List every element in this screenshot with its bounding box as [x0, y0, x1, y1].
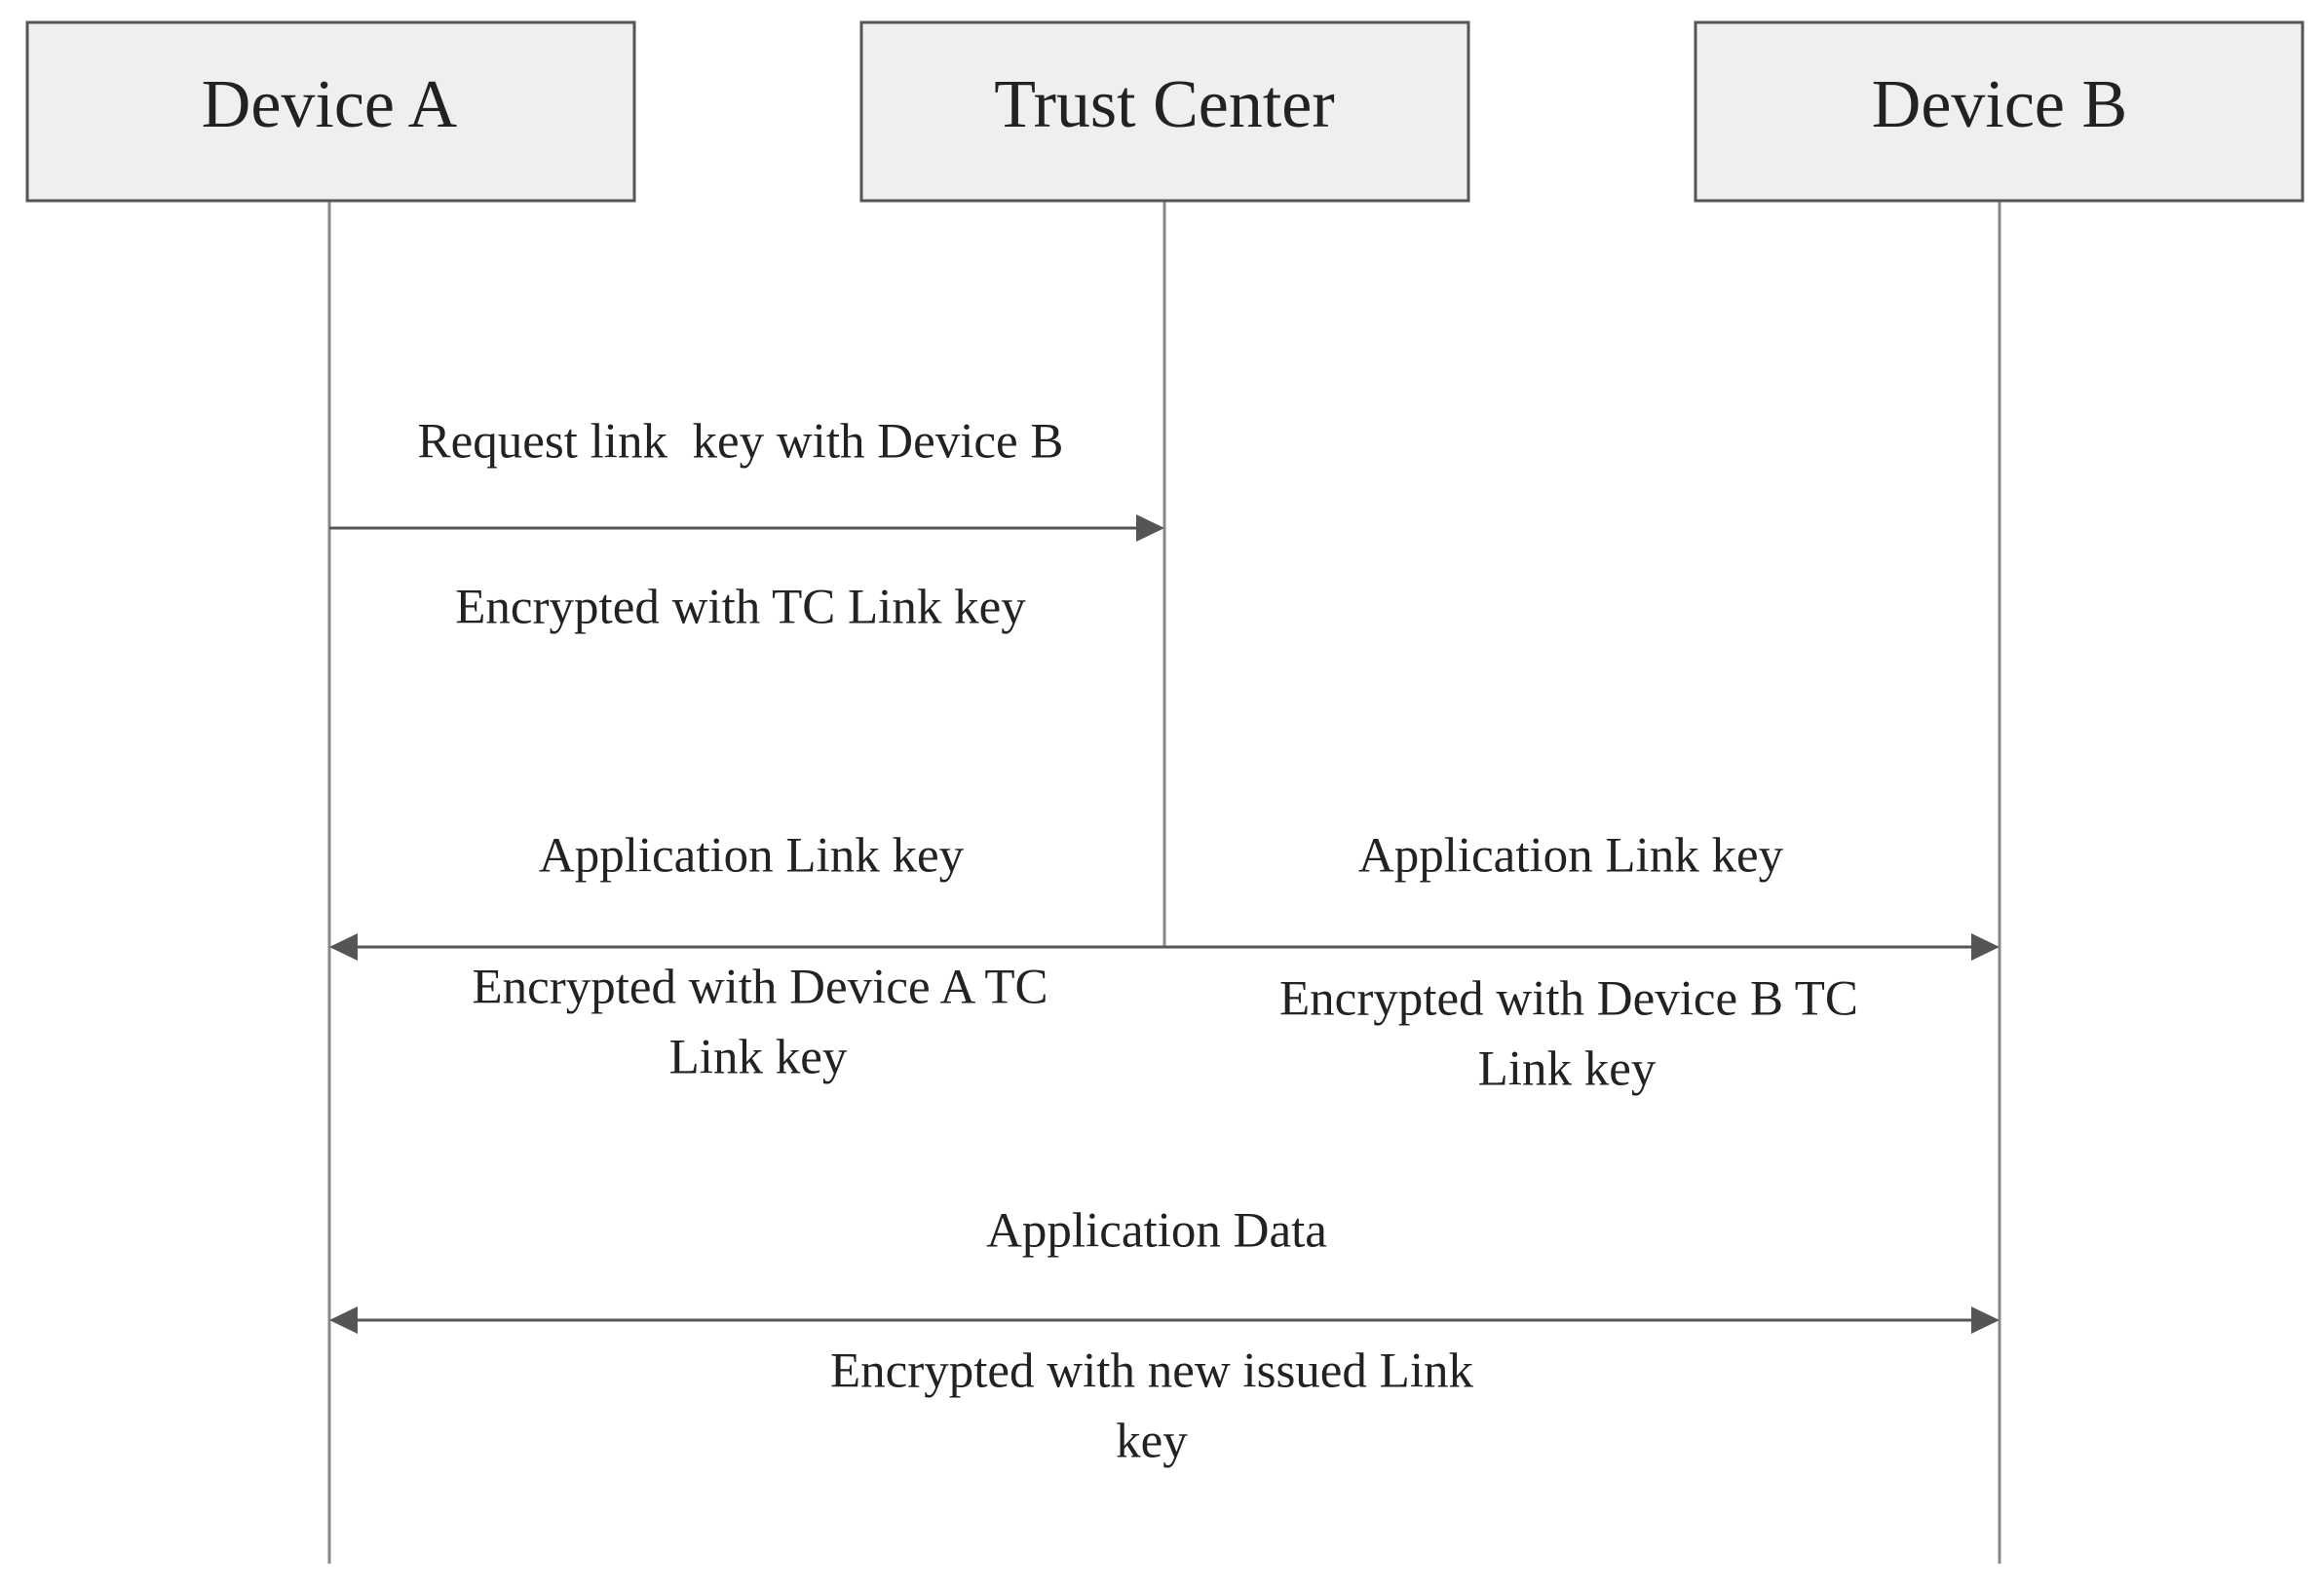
arrow-head-right-icon	[1971, 933, 2000, 961]
message-label: Application Data	[986, 1204, 1327, 1259]
message-label: Request link key with Device B	[418, 415, 1064, 470]
arrow-head-left-icon	[329, 1306, 358, 1334]
message-application-data: Application Data Encrypted with new issu…	[329, 1204, 2000, 1469]
message-sublabel: key	[1116, 1415, 1188, 1469]
message-request-link-key: Request link key with Device B Encrypted…	[329, 415, 1164, 635]
message-sublabel: Encrypted with Device B TC	[1279, 972, 1858, 1027]
actor-trust-center: Trust Center	[859, 20, 1470, 203]
arrow-head-right-icon	[1136, 514, 1164, 542]
message-label: Application Link key	[1358, 829, 1784, 884]
actor-label-trust-center: Trust Center	[994, 67, 1334, 142]
actor-device-b: Device B	[1694, 20, 2305, 203]
message-sublabel: Encrypted with Device A TC	[472, 961, 1048, 1015]
message-sublabel: Encrypted with TC Link key	[455, 581, 1026, 635]
message-sublabel: Link key	[1478, 1042, 1657, 1097]
message-app-link-key-a: Application Link key Encrypted with Devi…	[329, 829, 1164, 1085]
actor-device-a: Device A	[25, 20, 636, 203]
actor-label-device-b: Device B	[1872, 67, 2127, 142]
arrow-head-left-icon	[329, 933, 358, 961]
message-sublabel: Link key	[669, 1031, 848, 1085]
message-app-link-key-b: Application Link key Encrypted with Devi…	[1164, 829, 2000, 1097]
arrow-head-right-icon	[1971, 1306, 2000, 1334]
message-sublabel: Encrypted with new issued Link	[830, 1344, 1474, 1399]
message-label: Application Link key	[539, 829, 965, 884]
actor-label-device-a: Device A	[202, 67, 458, 142]
